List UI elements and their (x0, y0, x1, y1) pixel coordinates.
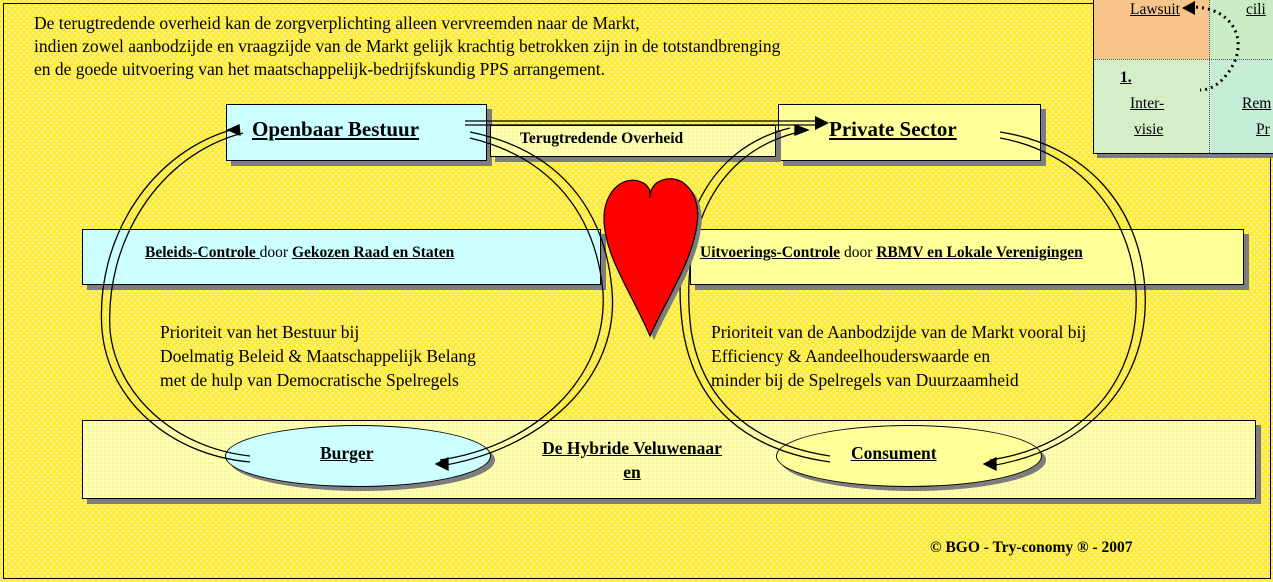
grid-link-lawsuit[interactable]: Lawsuit (1130, 1, 1180, 18)
left-priority-line-1: Prioriteit van het Bestuur bij (160, 322, 360, 342)
copyright-text: © BGO - Try-conomy ® - 2007 (930, 539, 1133, 556)
uitvoerings-controle-bold: Uitvoerings-Controle (700, 244, 841, 261)
left-priority-line-2: Doelmatig Beleid & Maatschappelijk Belan… (160, 346, 476, 366)
grid-divider-vertical (1209, 0, 1210, 153)
openbaar-bestuur-title: Openbaar Bestuur (252, 117, 420, 141)
intro-line-2: indien zowel aanbodzijde en vraagzijde v… (34, 36, 781, 56)
grid-number: 1. (1120, 69, 1132, 86)
grid-link-pr[interactable]: Pr (1256, 121, 1270, 138)
uitvoerings-controle-label: Uitvoerings-Controle door RBMV en Lokale… (700, 244, 1083, 262)
rbmv-bold: RBMV en Lokale Verenigingen (876, 244, 1083, 261)
intro-text: De terugtredende overheid kan de zorgver… (34, 12, 1074, 81)
right-priority-line-3: minder bij de Spelregels van Duurzaamhei… (711, 370, 1019, 390)
grid-link-inter[interactable]: Inter- (1130, 95, 1165, 112)
grid-divider-horizontal (1094, 59, 1273, 60)
terugtredende-overheid-label: Terugtredende Overheid (520, 130, 684, 147)
grid-link-rem[interactable]: Rem (1242, 95, 1272, 112)
beleids-controle-label: Beleids-Controle door Gekozen Raad en St… (145, 244, 454, 262)
beleids-door: door (259, 244, 292, 261)
grid-link-cili[interactable]: cili (1246, 1, 1266, 18)
left-priority-line-3: met de hulp van Democratische Spelregels (160, 370, 459, 390)
right-priority-text: Prioriteit van de Aanbodzijde van de Mar… (711, 320, 1086, 392)
consument-label: Consument (851, 443, 937, 463)
intro-line-3: en de goede uitvoering van het maatschap… (34, 59, 606, 79)
private-sector-title: Private Sector (829, 117, 957, 141)
burger-label: Burger (320, 443, 374, 463)
diagram-frame (3, 3, 1271, 579)
hybride-line-1: De Hybride Veluwenaar (542, 438, 722, 458)
hybride-line-2: en (623, 462, 641, 482)
grid-link-visie[interactable]: visie (1134, 121, 1164, 138)
left-priority-text: Prioriteit van het Bestuur bij Doelmatig… (160, 320, 476, 392)
uitvoerings-door: door (840, 244, 877, 261)
beleids-controle-bold: Beleids-Controle (145, 244, 260, 261)
gekozen-raad-bold: Gekozen Raad en Staten (291, 244, 455, 261)
hybride-veluwenaar-label: De Hybride Veluwenaar en (510, 436, 754, 484)
quadrant-grid: Lawsuit cili 1. Inter- visie Rem Pr (1093, 0, 1273, 154)
intro-line-1: De terugtredende overheid kan de zorgver… (34, 13, 640, 33)
right-priority-line-1: Prioriteit van de Aanbodzijde van de Mar… (711, 322, 1087, 342)
right-priority-line-2: Efficiency & Aandeelhouderswaarde en (711, 346, 991, 366)
